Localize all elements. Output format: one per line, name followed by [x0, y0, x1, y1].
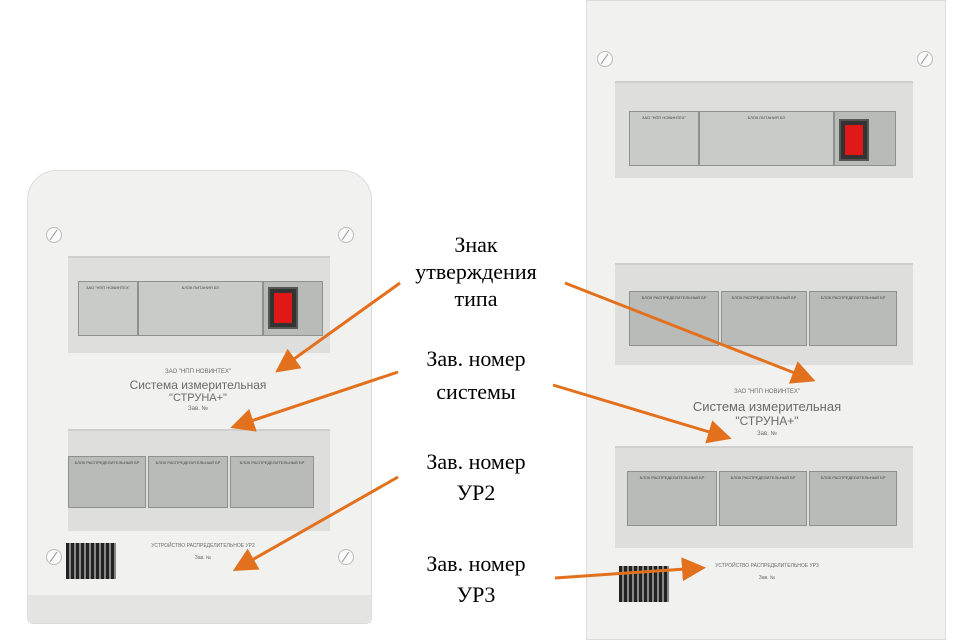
- label-system-serial: Зав. номер системы: [426, 346, 526, 404]
- arrow-ur3: [554, 557, 706, 582]
- right-cabinet-ur3: ЗАО "НПП НОВИНТЕХ" БЛОК ПИТАНИЯ БП БЛОК …: [586, 0, 946, 640]
- ur2-nameplate: УСТРОЙСТВО РАСПРЕДЕЛИТЕЛЬНОЕ УР2 Зав. №: [151, 543, 255, 561]
- screw-icon: [338, 549, 354, 565]
- screw-icon: [338, 227, 354, 243]
- distribution-module: БЛОК РАСПРЕДЕЛИТЕЛЬНЫЙ БР: [68, 456, 146, 508]
- arrow-system-right: [552, 383, 732, 444]
- label-approval-mark: Знак утверждения типа: [415, 232, 537, 311]
- screw-icon: [46, 549, 62, 565]
- screw-icon: [597, 51, 613, 67]
- label-ur3-serial: Зав. номер УР3: [426, 551, 526, 607]
- label-ur2-serial: Зав. номер УР2: [426, 449, 526, 505]
- left-cabinet-ur2: ЗАО "НПП НОВИНТЕХ" БЛОК ПИТАНИЯ БП ЗАО "…: [27, 170, 372, 624]
- power-switch[interactable]: [268, 287, 298, 329]
- arrow-ur2: [232, 475, 399, 571]
- module: ЗАО "НПП НОВИНТЕХ": [78, 281, 138, 336]
- distribution-module: БЛОК РАСПРЕДЕЛИТЕЛЬНЫЙ БР: [230, 456, 314, 508]
- qr-code: [66, 543, 116, 579]
- distribution-module: БЛОК РАСПРЕДЕЛИТЕЛЬНЫЙ БР: [148, 456, 228, 508]
- screw-icon: [46, 227, 62, 243]
- cabinet-base: [28, 595, 371, 623]
- arrow-approval-left: [275, 281, 401, 373]
- screw-icon: [917, 51, 933, 67]
- distribution-module: БЛОК РАСПРЕДЕЛИТЕЛЬНЫЙ БР: [809, 471, 897, 526]
- arrow-system-left: [230, 370, 399, 432]
- power-module: БЛОК ПИТАНИЯ БП: [138, 281, 263, 336]
- system-nameplate: ЗАО "НПП НОВИНТЕХ" Система измерительная…: [129, 369, 267, 412]
- distribution-module: БЛОК РАСПРЕДЕЛИТЕЛЬНЫЙ БР: [809, 291, 897, 346]
- power-module: БЛОК ПИТАНИЯ БП: [699, 111, 834, 166]
- ur3-nameplate: УСТРОЙСТВО РАСПРЕДЕЛИТЕЛЬНОЕ УР3 Зав. №: [715, 563, 819, 581]
- arrow-approval-right: [564, 281, 816, 384]
- distribution-module: БЛОК РАСПРЕДЕЛИТЕЛЬНЫЙ БР: [627, 471, 717, 526]
- distribution-module: БЛОК РАСПРЕДЕЛИТЕЛЬНЫЙ БР: [719, 471, 807, 526]
- power-switch[interactable]: [839, 119, 869, 161]
- module: ЗАО "НПП НОВИНТЕХ": [629, 111, 699, 166]
- system-nameplate: ЗАО "НПП НОВИНТЕХ" Система измерительная…: [692, 389, 842, 437]
- distribution-module: БЛОК РАСПРЕДЕЛИТЕЛЬНЫЙ БР: [721, 291, 807, 346]
